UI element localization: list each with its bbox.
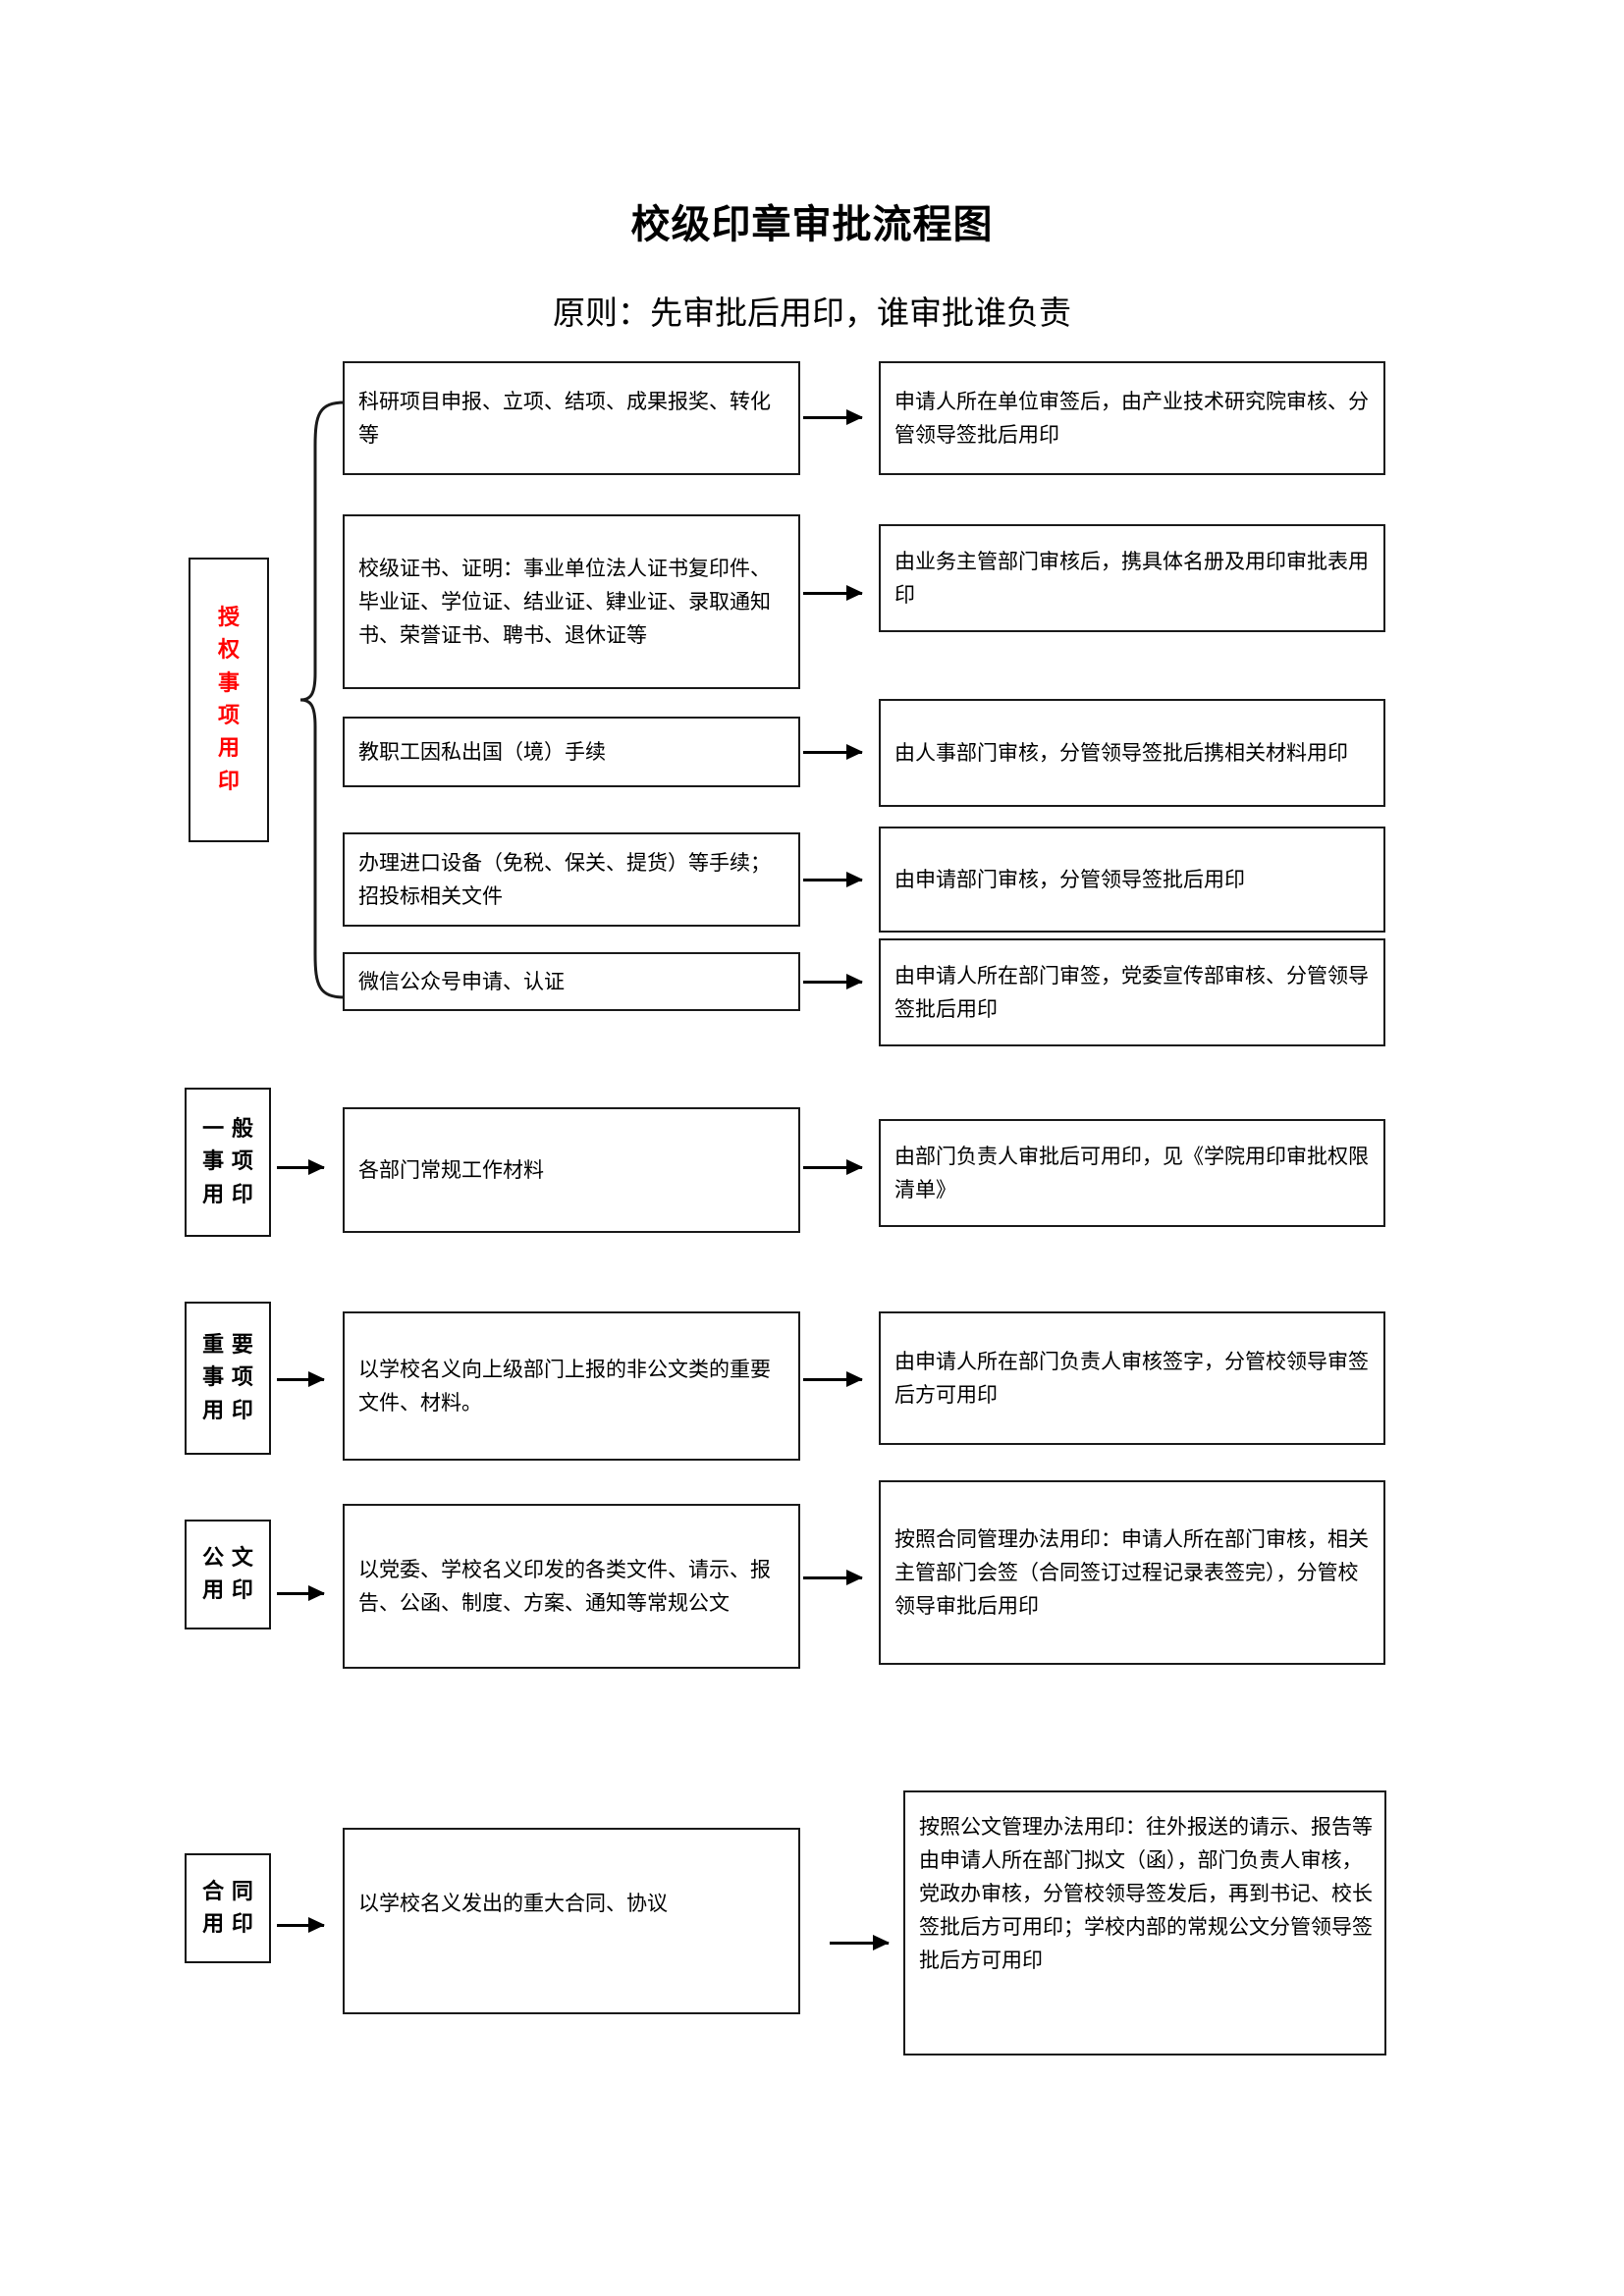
target-box-text: 按照合同管理办法用印：申请人所在部门审核，相关主管部门会签（合同签订过程记录表签… [894, 1526, 1369, 1618]
source-box-text: 各部门常规工作材料 [358, 1157, 544, 1182]
target-box-contract: 按照公文管理办法用印：往外报送的请示、报告等由申请人所在部门拟文（函），部门负责… [903, 1790, 1386, 2056]
source-box-text: 以学校名义发出的重大合同、协议 [358, 1892, 668, 1915]
arrow-important-to-source [277, 1371, 325, 1387]
target-box-research-project: 申请人所在单位审签后，由产业技术研究院审核、分管领导签批后用印 [879, 361, 1385, 475]
page-title: 校级印章审批流程图 [630, 201, 994, 247]
arrow-general-to-source [277, 1159, 325, 1175]
source-box-import-equipment: 办理进口设备（免税、保关、提货）等手续；招投标相关文件 [343, 832, 800, 927]
category-label-authorized: 授 权 事 项 用 印 [189, 558, 269, 842]
source-box-text: 微信公众号申请、认证 [358, 969, 565, 993]
source-box-text: 科研项目申报、立项、结项、成果报奖、转化等 [358, 389, 771, 447]
arrow-row-4 [803, 872, 863, 887]
arrow-row-1 [803, 409, 863, 425]
source-box-contract: 以学校名义发出的重大合同、协议 [343, 1828, 800, 2014]
source-box-text: 以党委、学校名义印发的各类文件、请示、报告、公函、制度、方案、通知等常规公文 [358, 1557, 771, 1615]
category-label-line: 事 [217, 669, 240, 696]
category-label-line: 事 项 [202, 1148, 253, 1175]
source-box-wechat-account: 微信公众号申请、认证 [343, 952, 800, 1011]
target-box-general-materials: 由部门负责人审批后可用印，见《学院用印审批权限清单》 [879, 1119, 1385, 1227]
page-subtitle: 原则：先审批后用印，谁审批谁负责 [553, 294, 1071, 332]
target-box-import-equipment: 由申请部门审核，分管领导签批后用印 [879, 827, 1385, 933]
target-box-text: 按照公文管理办法用印：往外报送的请示、报告等由申请人所在部门拟文（函），部门负责… [919, 1815, 1373, 1973]
group-brace [298, 400, 347, 999]
category-label-line: 权 [217, 637, 240, 664]
category-label-line: 用 [217, 735, 240, 762]
category-label-line: 重 要 [202, 1331, 253, 1358]
arrow-general-to-target [803, 1159, 863, 1175]
category-label-line: 项 [217, 703, 240, 728]
arrow-row-3 [803, 744, 863, 760]
target-box-text: 由申请部门审核，分管领导签批后用印 [894, 867, 1245, 891]
source-box-text: 校级证书、证明：事业单位法人证书复印件、毕业证、学位证、结业证、肄业证、录取通知… [358, 556, 771, 647]
category-label-general: 一 般 事 项 用 印 [185, 1088, 271, 1237]
target-box-wechat-account: 由申请人所在部门审签，党委宣传部审核、分管领导签批后用印 [879, 938, 1385, 1046]
arrow-official-to-target [803, 1570, 863, 1585]
arrow-row-2 [803, 585, 863, 601]
category-label-line: 授 [217, 604, 240, 630]
arrow-important-to-target [803, 1371, 863, 1387]
category-label-line: 一 般 [202, 1115, 253, 1142]
arrow-contract-to-source [277, 1917, 325, 1933]
target-box-private-travel: 由人事部门审核，分管领导签批后携相关材料用印 [879, 699, 1385, 807]
arrow-official-to-source [277, 1585, 325, 1601]
source-box-general-materials: 各部门常规工作材料 [343, 1107, 800, 1233]
source-box-text: 办理进口设备（免税、保关、提货）等手续；招投标相关文件 [358, 850, 771, 908]
source-box-text: 以学校名义向上级部门上报的非公文类的重要文件、材料。 [358, 1357, 771, 1415]
category-label-line: 用 印 [202, 1181, 253, 1207]
target-box-text: 由业务主管部门审核后，携具体名册及用印审批表用印 [894, 549, 1369, 607]
target-box-text: 由申请人所在部门审签，党委宣传部审核、分管领导签批后用印 [894, 963, 1369, 1021]
category-label-line: 用 印 [202, 1577, 253, 1603]
source-box-text: 教职工因私出国（境）手续 [358, 739, 606, 764]
arrow-row-5 [803, 974, 863, 989]
category-label-line: 公 文 [202, 1544, 253, 1571]
target-box-important-docs: 由申请人所在部门负责人审核签字，分管校领导审签后方可用印 [879, 1311, 1385, 1445]
category-label-contract: 合 同 用 印 [185, 1853, 271, 1963]
source-box-official-documents: 以党委、学校名义印发的各类文件、请示、报告、公函、制度、方案、通知等常规公文 [343, 1504, 800, 1669]
source-box-private-travel: 教职工因私出国（境）手续 [343, 717, 800, 787]
target-box-text: 由部门负责人审批后可用印，见《学院用印审批权限清单》 [894, 1144, 1369, 1201]
source-box-research-project: 科研项目申报、立项、结项、成果报奖、转化等 [343, 361, 800, 475]
source-box-certificates: 校级证书、证明：事业单位法人证书复印件、毕业证、学位证、结业证、肄业证、录取通知… [343, 514, 800, 689]
category-label-important: 重 要 事 项 用 印 [185, 1302, 271, 1455]
category-label-line: 合 同 [202, 1878, 253, 1904]
category-label-line: 事 项 [202, 1364, 253, 1391]
target-box-text: 由人事部门审核，分管领导签批后携相关材料用印 [894, 740, 1348, 765]
category-label-line: 用 印 [202, 1397, 253, 1423]
target-box-certificates: 由业务主管部门审核后，携具体名册及用印审批表用印 [879, 524, 1385, 632]
source-box-important-docs: 以学校名义向上级部门上报的非公文类的重要文件、材料。 [343, 1311, 800, 1461]
category-label-line: 用 印 [202, 1911, 253, 1937]
target-box-text: 申请人所在单位审签后，由产业技术研究院审核、分管领导签批后用印 [894, 389, 1369, 447]
target-box-official-documents: 按照合同管理办法用印：申请人所在部门审核，相关主管部门会签（合同签订过程记录表签… [879, 1480, 1385, 1665]
target-box-text: 由申请人所在部门负责人审核签字，分管校领导审签后方可用印 [894, 1349, 1369, 1407]
arrow-contract-to-target [830, 1935, 890, 1950]
category-label-official-document: 公 文 用 印 [185, 1520, 271, 1629]
category-label-line: 印 [217, 768, 240, 794]
